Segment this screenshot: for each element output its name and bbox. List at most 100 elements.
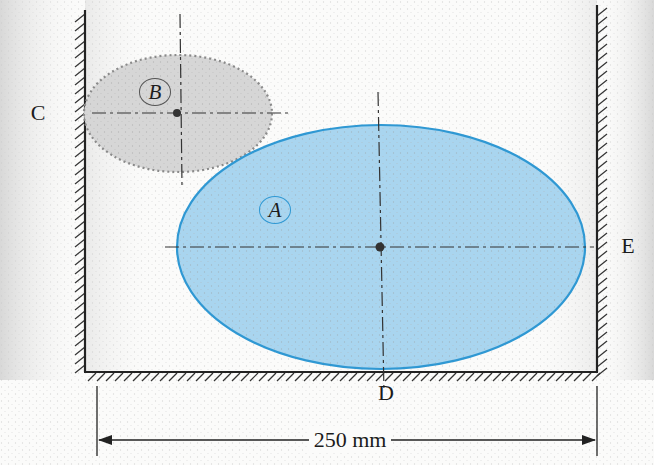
centre-line — [92, 112, 288, 113]
hatch-stroke — [214, 373, 222, 381]
hatch-stroke — [597, 197, 607, 205]
hatch-stroke — [574, 373, 582, 381]
hatch-stroke — [421, 373, 429, 381]
cylinder-letter: B — [139, 78, 172, 106]
hatch-stroke — [597, 161, 607, 169]
hatch-stroke — [75, 23, 85, 31]
hatch-stroke — [394, 373, 402, 381]
hatch-stroke — [597, 206, 607, 214]
hatch-stroke — [142, 373, 150, 381]
hatch-stroke — [160, 373, 168, 381]
hatch-stroke — [385, 373, 393, 381]
hatch-stroke — [75, 50, 85, 58]
hatch-stroke — [75, 311, 85, 319]
hatch-stroke — [75, 230, 85, 238]
hatching — [75, 8, 607, 381]
centre-line — [180, 14, 182, 186]
hatch-stroke — [88, 373, 96, 381]
hatch-stroke — [151, 373, 159, 381]
hatch-stroke — [75, 95, 85, 103]
centre-dot — [173, 109, 181, 117]
hatch-stroke — [597, 98, 607, 106]
hatch-stroke — [403, 373, 411, 381]
hatch-stroke — [205, 373, 213, 381]
hatch-stroke — [511, 373, 519, 381]
hatch-stroke — [597, 125, 607, 133]
hatch-stroke — [313, 373, 321, 381]
hatch-stroke — [597, 17, 607, 25]
hatch-stroke — [538, 373, 546, 381]
arrowhead — [98, 435, 112, 445]
dimension-text: 250 mm — [309, 427, 392, 453]
hatch-stroke — [597, 233, 607, 241]
hatch-stroke — [597, 278, 607, 286]
hatch-stroke — [597, 35, 607, 43]
hatch-stroke — [597, 188, 607, 196]
hatch-stroke — [448, 373, 456, 381]
cylinder-letter: A — [259, 196, 292, 224]
hatch-stroke — [75, 338, 85, 346]
hatch-stroke — [597, 71, 607, 79]
hatch-stroke — [583, 373, 591, 381]
hatch-stroke — [75, 248, 85, 256]
hatch-stroke — [75, 131, 85, 139]
hatch-stroke — [340, 373, 348, 381]
hatch-stroke — [597, 26, 607, 34]
hatch-stroke — [75, 212, 85, 220]
hatch-stroke — [75, 32, 85, 40]
hatch-stroke — [97, 373, 105, 381]
hatch-stroke — [597, 251, 607, 259]
hatch-stroke — [597, 341, 607, 349]
hatch-stroke — [75, 149, 85, 157]
hatch-stroke — [75, 239, 85, 247]
hatch-stroke — [597, 152, 607, 160]
hatch-stroke — [322, 373, 330, 381]
hatch-stroke — [250, 373, 258, 381]
hatch-stroke — [502, 373, 510, 381]
hatch-stroke — [75, 347, 85, 355]
hatch-stroke — [133, 373, 141, 381]
hatch-stroke — [295, 373, 303, 381]
hatch-stroke — [75, 320, 85, 328]
hatch-stroke — [597, 44, 607, 52]
hatch-stroke — [597, 53, 607, 61]
hatch-stroke — [376, 373, 384, 381]
hatch-stroke — [597, 305, 607, 313]
hatch-stroke — [597, 359, 607, 367]
hatch-stroke — [597, 269, 607, 277]
hatch-stroke — [331, 373, 339, 381]
hatch-stroke — [75, 41, 85, 49]
hatch-stroke — [75, 275, 85, 283]
point-label: E — [621, 233, 634, 259]
hatch-stroke — [75, 194, 85, 202]
hatch-stroke — [597, 179, 607, 187]
hatch-stroke — [178, 373, 186, 381]
hatch-stroke — [106, 373, 114, 381]
hatch-stroke — [597, 107, 607, 115]
hatch-stroke — [268, 373, 276, 381]
right-wall — [596, 5, 598, 372]
hatch-stroke — [75, 68, 85, 76]
hatch-stroke — [565, 373, 573, 381]
hatch-stroke — [196, 373, 204, 381]
hatch-stroke — [277, 373, 285, 381]
centre-line — [378, 92, 384, 392]
hatch-stroke — [115, 373, 123, 381]
hatch-stroke — [592, 373, 600, 381]
hatch-stroke — [412, 373, 420, 381]
hatch-stroke — [466, 373, 474, 381]
hatch-stroke — [124, 373, 132, 381]
floor — [84, 371, 598, 373]
hatch-stroke — [75, 176, 85, 184]
hatch-stroke — [75, 203, 85, 211]
hatch-stroke — [597, 8, 607, 16]
hatch-stroke — [259, 373, 267, 381]
hatch-stroke — [367, 373, 375, 381]
hatch-stroke — [597, 332, 607, 340]
hatch-stroke — [520, 373, 528, 381]
hatch-stroke — [187, 373, 195, 381]
hatch-stroke — [75, 266, 85, 274]
hatch-stroke — [597, 143, 607, 151]
